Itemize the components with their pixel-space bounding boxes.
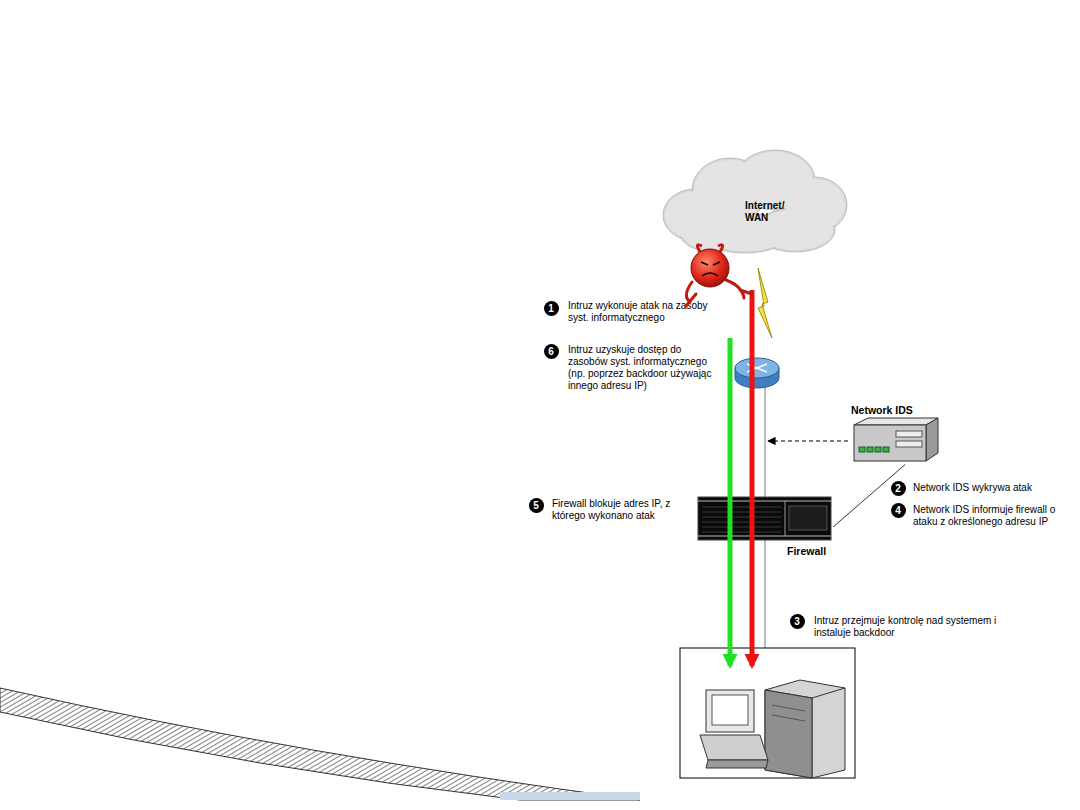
slide-bar — [500, 792, 640, 800]
intruder-figure — [686, 245, 752, 306]
callout-number: 4 — [891, 503, 906, 518]
lightning-bolt — [758, 268, 772, 338]
link-line — [833, 465, 905, 527]
callout-number: 3 — [790, 614, 805, 629]
cloud-region: Internet/ WAN — [655, 145, 850, 255]
node-label: Network IDS — [848, 404, 940, 417]
callout-number: 2 — [891, 481, 906, 496]
ids-shape — [848, 417, 940, 465]
node-label: Firewall — [697, 545, 833, 558]
attack-arrow — [750, 290, 755, 666]
router-icon — [735, 358, 779, 388]
monitor-arrow — [768, 440, 848, 441]
callout-text: Network IDS wykrywa atak — [913, 482, 1073, 494]
callout-text: Intruz uzyskuje dostęp do zasobów syst. … — [568, 344, 720, 392]
node-label: Internet/ WAN — [745, 200, 805, 224]
callout-number: 5 — [529, 498, 544, 513]
access-arrow — [728, 338, 733, 666]
ids-device: Network IDS — [848, 404, 940, 465]
callout-number: 1 — [544, 301, 559, 316]
computer-group — [680, 648, 855, 778]
callout-text: Network IDS informuje firewall o ataku z… — [913, 504, 1075, 528]
callout-text: Intruz wykonuje atak na zasoby syst. inf… — [568, 300, 720, 324]
callout-text: Intruz przejmuje kontrolę nad systemem i… — [814, 615, 1024, 639]
firewall-device: Firewall — [697, 494, 833, 558]
firewall-shape — [697, 494, 833, 542]
callout-text: Firewall blokuje adres IP, z którego wyk… — [552, 498, 702, 522]
callout-number: 6 — [544, 344, 559, 359]
slide-swoosh — [0, 688, 640, 800]
